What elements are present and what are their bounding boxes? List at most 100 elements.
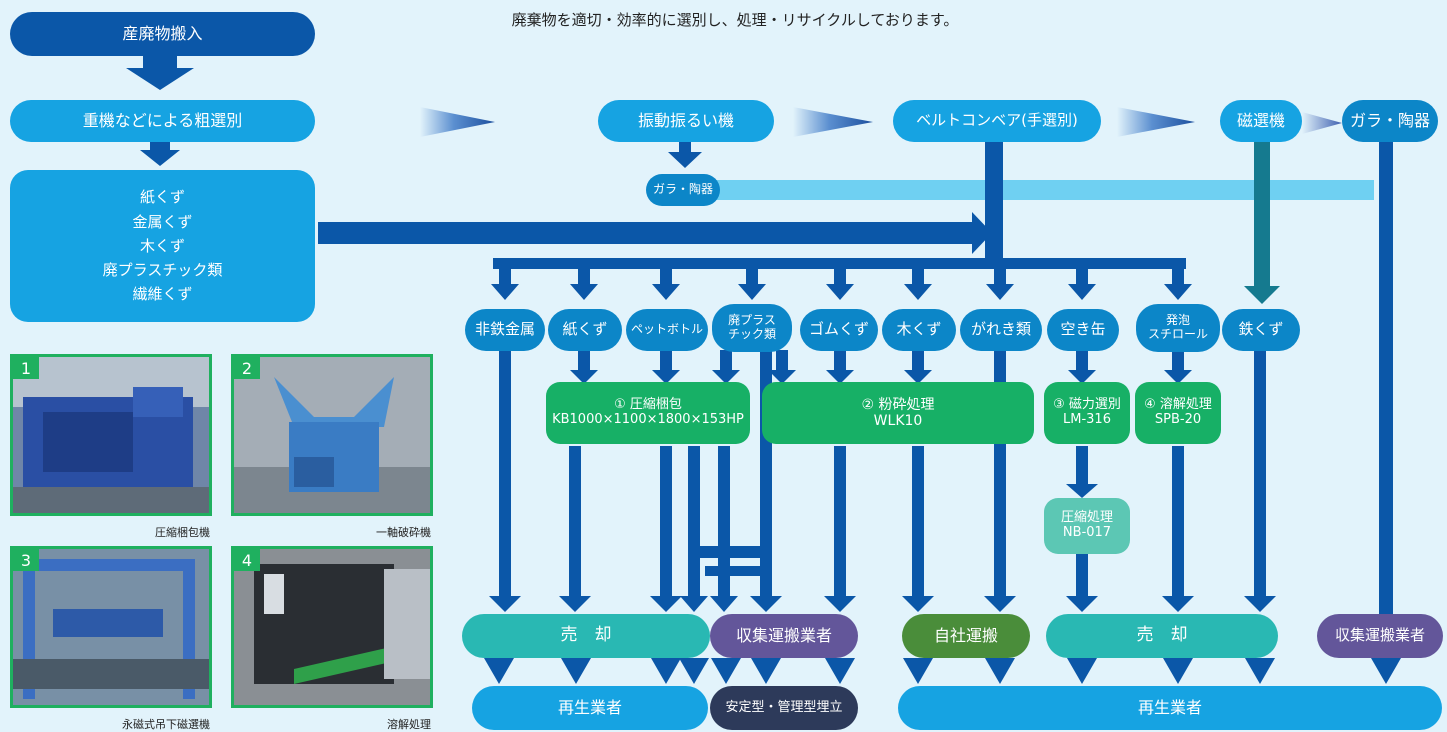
rough-output-wood: 木くず xyxy=(139,236,185,255)
magnet-down-arrow xyxy=(1244,140,1280,304)
rough-output-paper: 紙くず xyxy=(139,188,185,207)
magnetic-separator-box: 磁選機 xyxy=(1220,100,1302,142)
belt-conveyor-label: ベルトコンベア(手選別) xyxy=(916,111,1078,130)
vibrating-screen-label: 振動振るい機 xyxy=(637,110,734,130)
own-transport-box: 自社運搬 xyxy=(902,614,1030,658)
sale-right-label: 売 却 xyxy=(1136,625,1188,646)
recycler-right-box: 再生業者 xyxy=(898,686,1442,730)
material-rubble: がれき類 xyxy=(960,309,1042,351)
intake-box: 産廃物搬入 xyxy=(10,12,315,56)
process-compression-model: NB-017 xyxy=(1062,525,1112,540)
process-crushing-model: WLK10 xyxy=(873,413,923,429)
collector-left-box: 収集運搬業者 xyxy=(710,614,858,658)
material-waste-plastic-line2: チック類 xyxy=(727,327,776,341)
landfill-label: 安定型・管理型埋立 xyxy=(725,699,843,715)
distribution-bar xyxy=(493,258,1186,269)
material-rubber: ゴムくず xyxy=(800,309,878,351)
sale-left-box: 売 却 xyxy=(462,614,710,658)
photo-baler: 1 xyxy=(10,354,212,516)
intake-arrow xyxy=(126,56,194,90)
glass-ceramic-small-box: ガラ・陶器 xyxy=(646,174,720,206)
material-pet-bottle-label: ペットボトル xyxy=(630,322,703,337)
glass-down-arrow xyxy=(1369,140,1403,630)
final-arrows xyxy=(484,658,1401,684)
process-magnetic-sorting-title: ③ 磁力選別 xyxy=(1053,397,1121,413)
glass-ceramic-small-label: ガラ・陶器 xyxy=(652,182,713,197)
melter-machine-image xyxy=(234,549,430,705)
rough-sort-label: 重機などによる粗選別 xyxy=(82,110,243,130)
screen-down-arrow xyxy=(668,140,702,168)
process-compression-baling-model: KB1000×1100×1800×153HP xyxy=(552,412,744,427)
vibrating-screen-box: 振動振るい機 xyxy=(598,100,774,142)
rough-to-belt-arrow xyxy=(318,212,992,254)
landfill-connector xyxy=(688,546,772,576)
material-styrofoam-line1: 発泡 xyxy=(1165,313,1190,328)
glass-ceramic-box: ガラ・陶器 xyxy=(1342,100,1438,142)
material-styrofoam: 発泡 スチロール xyxy=(1136,304,1220,352)
photo-caption-4: 溶解処理 xyxy=(387,718,431,731)
intake-label: 産廃物搬入 xyxy=(122,23,203,43)
recycler-right-label: 再生業者 xyxy=(1137,697,1202,717)
material-non-ferrous-label: 非鉄金属 xyxy=(474,320,535,339)
material-non-ferrous: 非鉄金属 xyxy=(465,309,545,351)
sale-left-label: 売 却 xyxy=(560,625,612,646)
process-crushing-title: ② 粉砕処理 xyxy=(861,396,935,413)
photo-caption-2: 一軸破砕機 xyxy=(376,526,431,539)
material-waste-plastic: 廃プラス チック類 xyxy=(712,304,792,352)
photo-caption-1: 圧縮梱包機 xyxy=(155,526,210,539)
process-compression-title: 圧縮処理 xyxy=(1060,510,1113,526)
baler-machine-image xyxy=(13,357,209,513)
material-cans: 空き缶 xyxy=(1047,309,1119,351)
material-waste-plastic-line1: 廃プラス xyxy=(728,313,776,328)
tagline: 廃棄物を適切・効率的に選別し、処理・リサイクルしております。 xyxy=(511,11,959,29)
landfill-box: 安定型・管理型埋立 xyxy=(710,686,858,730)
magnetic-separator-image xyxy=(13,549,209,705)
chevron-arrow xyxy=(1302,112,1342,134)
photo-caption-3: 永磁式吊下磁選機 xyxy=(122,718,210,731)
process-magnetic-sorting-model: LM-316 xyxy=(1063,412,1111,427)
photo-melter: 4 xyxy=(231,546,433,708)
material-paper-label: 紙くず xyxy=(562,320,608,339)
rough-output-fiber: 繊維くず xyxy=(132,285,193,304)
photo-shredder: 2 xyxy=(231,354,433,516)
process-melting-title: ④ 溶解処理 xyxy=(1144,397,1212,413)
chevron-arrow xyxy=(420,107,495,137)
material-wood: 木くず xyxy=(882,309,956,351)
material-pet-bottle: ペットボトル xyxy=(626,309,708,351)
process-compression-baling: ① 圧縮梱包 KB1000×1100×1800×153HP xyxy=(546,382,750,444)
material-wood-label: 木くず xyxy=(896,320,942,339)
recycler-left-box: 再生業者 xyxy=(472,686,708,730)
process-compression: 圧縮処理 NB-017 xyxy=(1044,498,1130,554)
glass-ceramic-label: ガラ・陶器 xyxy=(1349,110,1430,130)
photo-number-4: 4 xyxy=(234,549,260,571)
process-compression-baling-title: ① 圧縮梱包 xyxy=(614,397,682,413)
photo-number-1: 1 xyxy=(13,357,39,379)
photo-number-2: 2 xyxy=(234,357,260,379)
material-iron: 鉄くず xyxy=(1222,309,1300,351)
shredder-machine-image xyxy=(234,357,430,513)
rough-sort-arrow xyxy=(140,140,180,166)
collector-left-label: 収集運搬業者 xyxy=(735,625,832,645)
glass-band xyxy=(700,180,1374,200)
photo-magnetic-separator: 3 xyxy=(10,546,212,708)
rough-outputs-box: 紙くず 金属くず 木くず 廃プラスチック類 繊維くず xyxy=(10,170,315,322)
sale-right-box: 売 却 xyxy=(1046,614,1278,658)
chevron-arrow xyxy=(1117,107,1195,137)
belt-conveyor-box: ベルトコンベア(手選別) xyxy=(893,100,1101,142)
recycler-left-label: 再生業者 xyxy=(557,697,622,717)
collector-right-label: 収集運搬業者 xyxy=(1334,626,1425,645)
material-paper: 紙くず xyxy=(548,309,622,351)
process-crushing: ② 粉砕処理 WLK10 xyxy=(762,382,1034,444)
own-transport-label: 自社運搬 xyxy=(933,625,998,645)
material-cans-label: 空き缶 xyxy=(1060,320,1106,339)
bar-drop-arrows xyxy=(491,266,1192,300)
chevron-arrow xyxy=(793,107,873,137)
material-styrofoam-line2: スチロール xyxy=(1147,327,1208,341)
material-rubber-label: ゴムくず xyxy=(808,320,869,339)
rough-output-plastic: 廃プラスチック類 xyxy=(102,261,223,280)
rough-sort-box: 重機などによる粗選別 xyxy=(10,100,315,142)
material-iron-label: 鉄くず xyxy=(1238,320,1284,339)
rough-output-metal: 金属くず xyxy=(132,212,193,231)
process-melting-model: SPB-20 xyxy=(1154,412,1202,427)
process-melting: ④ 溶解処理 SPB-20 xyxy=(1135,382,1221,444)
